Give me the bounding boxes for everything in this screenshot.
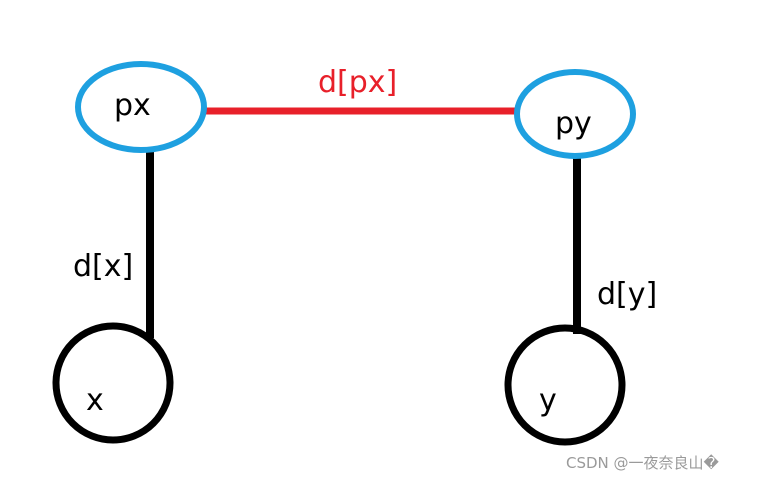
- node-px-label: px: [114, 88, 151, 123]
- node-y: [504, 324, 626, 446]
- node-py: [514, 69, 636, 159]
- watermark-text: CSDN @一夜奈良山�: [566, 454, 720, 472]
- node-y-label: y: [539, 383, 557, 418]
- edge-x-px-label: d[x]: [73, 249, 133, 284]
- edge-y-py-label: d[y]: [597, 277, 657, 312]
- edge-px-py-label: d[px]: [318, 65, 397, 100]
- node-x: [52, 322, 174, 444]
- node-px: [75, 61, 207, 153]
- node-py-label: py: [555, 106, 592, 141]
- node-x-label: x: [86, 383, 104, 418]
